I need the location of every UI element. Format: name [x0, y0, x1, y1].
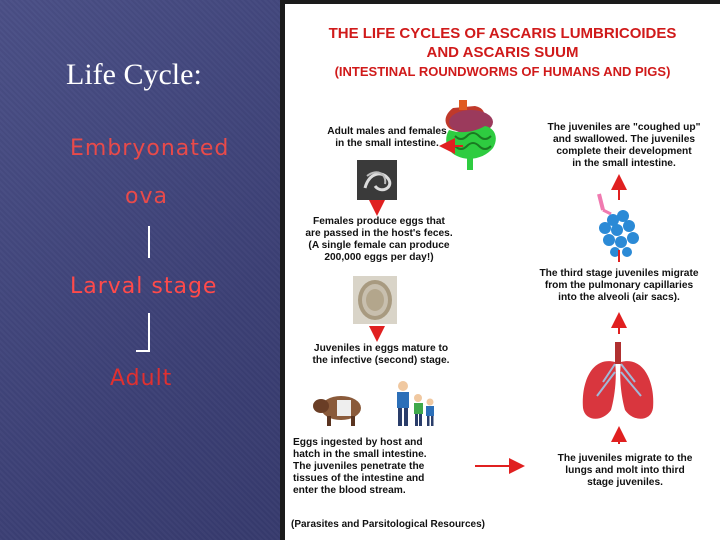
- flow-line-2-cap: [136, 350, 150, 352]
- slide-title: Life Cycle:: [66, 58, 202, 91]
- stage-label-adult: Adult: [110, 366, 173, 391]
- text-mature: Juveniles in eggs mature to the infectiv…: [295, 343, 467, 367]
- diagram-title: THE LIFE CYCLES OF ASCARIS LUMBRICOIDES …: [285, 24, 720, 81]
- diagram-title-line1: THE LIFE CYCLES OF ASCARIS LUMBRICOIDES: [328, 25, 677, 42]
- people-icon: [397, 381, 434, 426]
- text-line: Adult males and females: [327, 126, 447, 137]
- text-third-stage: The third stage juveniles migrate from t…: [521, 268, 717, 304]
- diagram-credit: (Parasites and Parsitological Resources): [291, 519, 485, 530]
- pig-icon: [313, 396, 361, 426]
- text-line: Females produce eggs that: [313, 216, 445, 227]
- digestive-system-icon: [445, 100, 496, 170]
- alveoli-icon: [597, 193, 639, 257]
- diagram-illustrations: [313, 100, 654, 474]
- text-line: (A single female can produce: [308, 240, 450, 251]
- text-line: complete their development: [556, 146, 692, 157]
- stage-label-larval: Larval stage: [70, 274, 218, 299]
- text-line: enter the blood stream.: [293, 485, 406, 496]
- text-line: hatch in the small intestine.: [293, 449, 427, 460]
- text-eggs-feces: Females produce eggs that are passed in …: [287, 216, 471, 264]
- text-line: are passed in the host's feces.: [305, 228, 453, 239]
- diagram-title-line2: AND ASCARIS SUUM: [426, 44, 579, 61]
- adult-worms-photo: [357, 160, 397, 200]
- text-line: The juveniles migrate to the: [557, 453, 693, 464]
- text-line: The juveniles penetrate the: [293, 461, 425, 472]
- stage-label-embryonated: Embryonated: [70, 136, 230, 161]
- stage-label-ova: ova: [125, 184, 168, 209]
- flow-line-1: [148, 226, 150, 258]
- text-line: and swallowed. The juveniles: [552, 134, 696, 145]
- lungs-icon: [582, 342, 654, 419]
- text-migrate-lungs: The juveniles migrate to the lungs and m…: [535, 453, 715, 489]
- text-adults: Adult males and females in the small int…: [307, 126, 467, 150]
- egg-photo: [353, 276, 397, 324]
- text-line: into the alveoli (air sacs).: [558, 292, 680, 303]
- text-line: in the small intestine.: [335, 138, 439, 149]
- life-cycle-diagram: THE LIFE CYCLES OF ASCARIS LUMBRICOIDES …: [285, 4, 720, 540]
- text-line: stage juveniles.: [587, 477, 663, 488]
- text-line: tissues of the intestine and: [293, 473, 425, 484]
- flow-line-2: [148, 313, 150, 351]
- text-line: The third stage juveniles migrate: [539, 268, 699, 279]
- text-line: the infective (second) stage.: [312, 355, 450, 366]
- text-line: from the pulmonary capillaries: [544, 280, 694, 291]
- text-line: lungs and molt into third: [565, 465, 685, 476]
- text-line: Juveniles in eggs mature to: [313, 343, 449, 354]
- diagram-title-line3: (INTESTINAL ROUNDWORMS OF HUMANS AND PIG…: [334, 64, 671, 79]
- text-line: The juveniles are "coughed up": [547, 122, 701, 133]
- text-coughed-up: The juveniles are "coughed up" and swall…: [531, 122, 717, 170]
- text-line: Eggs ingested by host and: [293, 437, 423, 448]
- text-ingested: Eggs ingested by host and hatch in the s…: [293, 437, 461, 497]
- text-line: in the small intestine.: [572, 158, 676, 169]
- text-line: 200,000 eggs per day!): [324, 252, 434, 263]
